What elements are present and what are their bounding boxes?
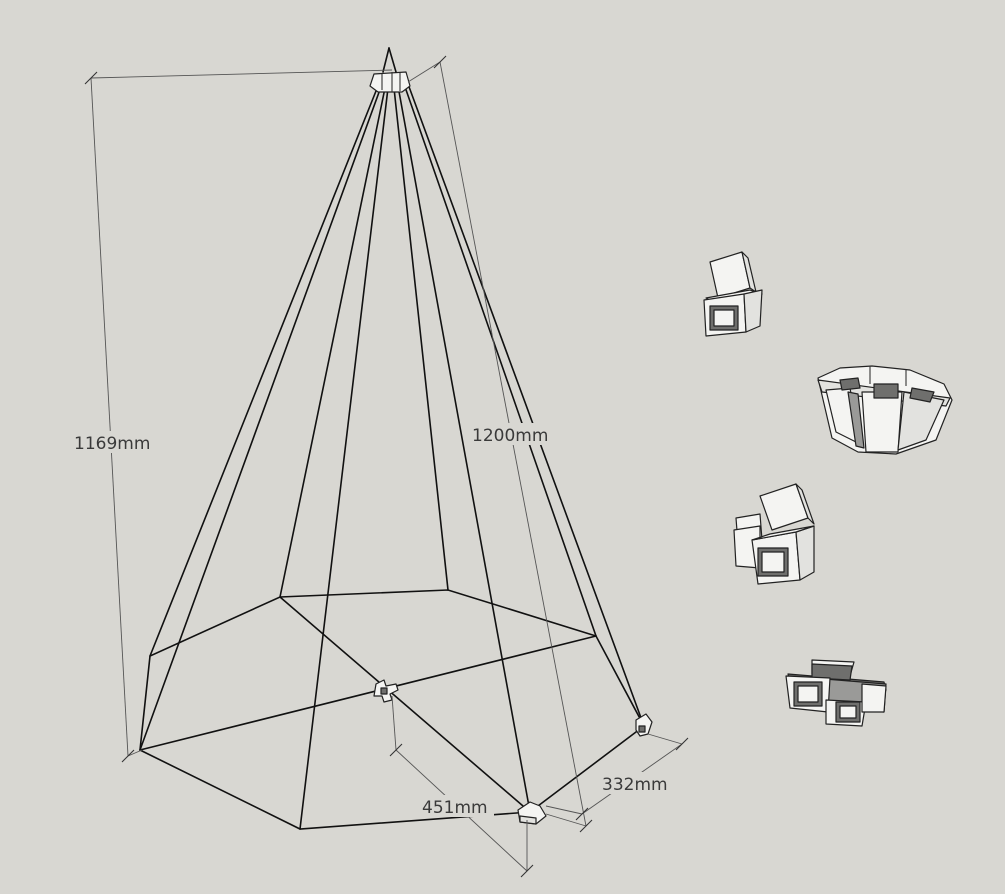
edge-length-dimension-label: 1200mm: [472, 426, 548, 446]
base-diagonal-2: [279, 596, 531, 813]
edge-length-dimension[interactable]: 1200mm: [407, 55, 593, 833]
rafter-1: [139, 83, 383, 751]
rafter-5: [393, 87, 449, 591]
apex-hub[interactable]: [369, 47, 411, 93]
base-diagonal-1: [139, 635, 597, 751]
cross-connector-detail[interactable]: [785, 659, 887, 727]
height-dimension[interactable]: 1169mm: [72, 69, 393, 763]
height-dimension-label: 1169mm: [74, 434, 150, 454]
front-corner-connector[interactable]: [517, 801, 547, 825]
side-length-dimension-label: 451mm: [422, 798, 488, 818]
rafter-7: [403, 83, 597, 637]
pyramid-frame: [139, 83, 646, 830]
center-hub-connector[interactable]: [373, 679, 399, 703]
side-length-dimension[interactable]: 451mm: [389, 695, 534, 878]
corner-connector-detail[interactable]: [703, 251, 763, 337]
rafter-3: [279, 87, 386, 598]
rafter-8: [407, 83, 645, 727]
base-hexagon: [139, 589, 646, 830]
rafter-4: [299, 87, 389, 830]
right-corner-connector[interactable]: [635, 713, 653, 737]
connector-dimension-label: 332mm: [602, 775, 668, 795]
three-way-connector-detail[interactable]: [733, 483, 815, 585]
connector-dimension[interactable]: 332mm: [545, 733, 689, 821]
apex-hub-detail[interactable]: [817, 365, 953, 455]
rafter-6: [397, 85, 531, 813]
rafter-2: [149, 85, 379, 657]
